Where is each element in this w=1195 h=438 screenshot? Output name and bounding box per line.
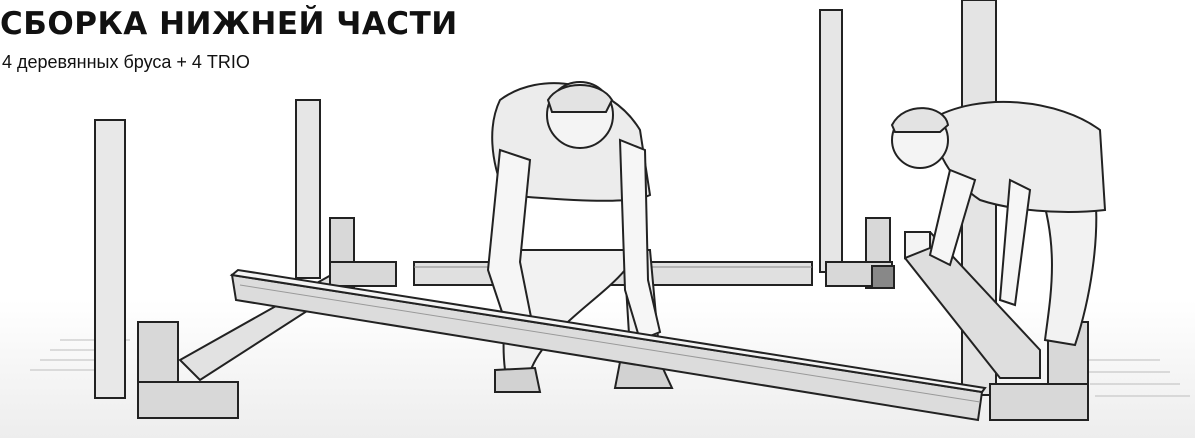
- post-right-back: [820, 10, 842, 272]
- post-left-front: [95, 120, 125, 398]
- worker-left-shoe-left: [495, 368, 540, 392]
- trio-connector-back-left: [330, 218, 396, 288]
- worker-right-cap: [892, 108, 948, 132]
- post-left-back: [296, 100, 320, 278]
